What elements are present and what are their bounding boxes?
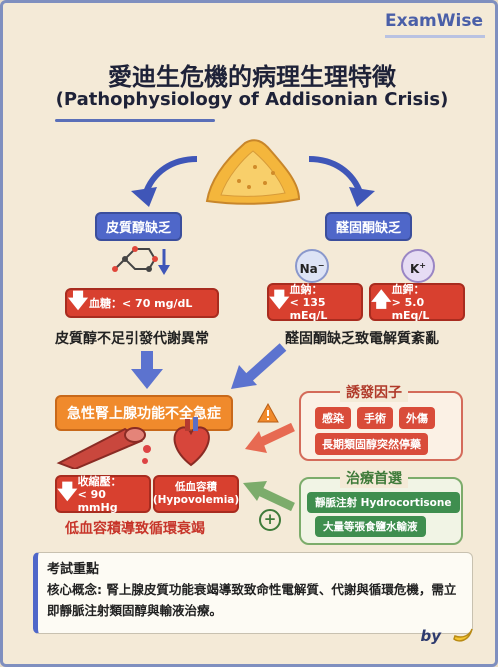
- exam-focus-body: 核心概念: 腎上腺皮質功能衰竭導致致命性電解質、代謝與循環危機，需立即靜脈注射類…: [47, 582, 457, 618]
- aldosterone-deficiency-heading: 醛固酮缺乏: [325, 212, 413, 241]
- down-arrow-icon: 🡇: [67, 288, 89, 312]
- brand-logo: ExamWise: [385, 11, 483, 31]
- curved-arrow-right-icon: [308, 156, 375, 207]
- trigger-chip: 外傷: [399, 407, 435, 429]
- treatment-item-saline: 大量等張食鹽水輸液: [315, 516, 426, 537]
- trigger-chip: 手術: [357, 407, 393, 429]
- cortisol-deficiency-heading: 皮質醇缺乏: [95, 212, 183, 241]
- plus-icon: +: [259, 509, 281, 531]
- blood-glucose-box: 🡇 血糖：< 70 mg/dL: [65, 288, 219, 318]
- blood-vessel-icon: [56, 427, 151, 469]
- triggers-title: 誘發因子: [340, 382, 408, 402]
- title-underline: [55, 119, 215, 122]
- glucose-molecule-icon: [112, 246, 158, 272]
- potassium-ion-icon: K+: [401, 249, 435, 283]
- down-arrow-icon: 🡇: [269, 287, 290, 311]
- acute-adrenal-insufficiency-box: 急性腎上腺功能不全急症: [55, 395, 233, 431]
- adrenal-gland-icon: [205, 139, 301, 205]
- trigger-chip: 感染: [315, 407, 351, 429]
- hypovolemia-caption: 低血容積導致循環衰竭: [65, 521, 205, 537]
- trigger-chip-steroid: 長期類固醇突然停藥: [315, 433, 428, 455]
- blood-potassium-box: 🡅 血鉀：> 5.0 mEq/L: [369, 283, 465, 322]
- down-arrow-to-center-icon: [131, 351, 163, 389]
- sodium-ion-icon: Na−: [295, 249, 329, 283]
- page-title: 愛迪生危機的病理生理特徵: [108, 63, 396, 91]
- down-arrow-icon: 🡇: [57, 479, 78, 503]
- treatment-item-hydrocortisone: 靜脈注射 Hydrocortisone: [307, 492, 460, 513]
- signature-text: by: [420, 627, 441, 645]
- brand-underline: [385, 35, 485, 38]
- banana-icon: [453, 628, 473, 642]
- hypovolemia-box: 低血容積(Hypovolemia): [153, 475, 239, 513]
- page-subtitle: (Pathophysiology of Addisonian Crisis): [55, 89, 449, 110]
- aldosterone-caption: 醛固酮缺乏致電解質紊亂: [285, 331, 439, 347]
- up-arrow-icon: 🡅: [371, 287, 392, 311]
- warning-icon: [257, 403, 279, 423]
- diagonal-arrow-to-center-icon: [231, 343, 287, 389]
- exam-focus-title: 考試重點: [47, 562, 100, 577]
- cortisol-caption: 皮質醇不足引發代謝異常: [55, 331, 209, 347]
- heart-icon: [173, 417, 210, 467]
- treatment-title: 治療首選: [340, 468, 408, 488]
- systolic-pressure-box: 🡇 收縮壓：< 90 mmHg: [55, 475, 151, 514]
- arrow-from-treatment-icon: [243, 481, 295, 512]
- arrow-from-triggers-icon: [245, 422, 295, 453]
- exam-focus-box: [33, 552, 473, 634]
- curved-arrow-left-icon: [131, 156, 198, 207]
- blood-sodium-box: 🡇 血鈉：< 135 mEq/L: [267, 283, 363, 322]
- decrease-arrow-icon: [158, 249, 170, 275]
- triggers-list: 感染 手術 外傷: [315, 407, 435, 429]
